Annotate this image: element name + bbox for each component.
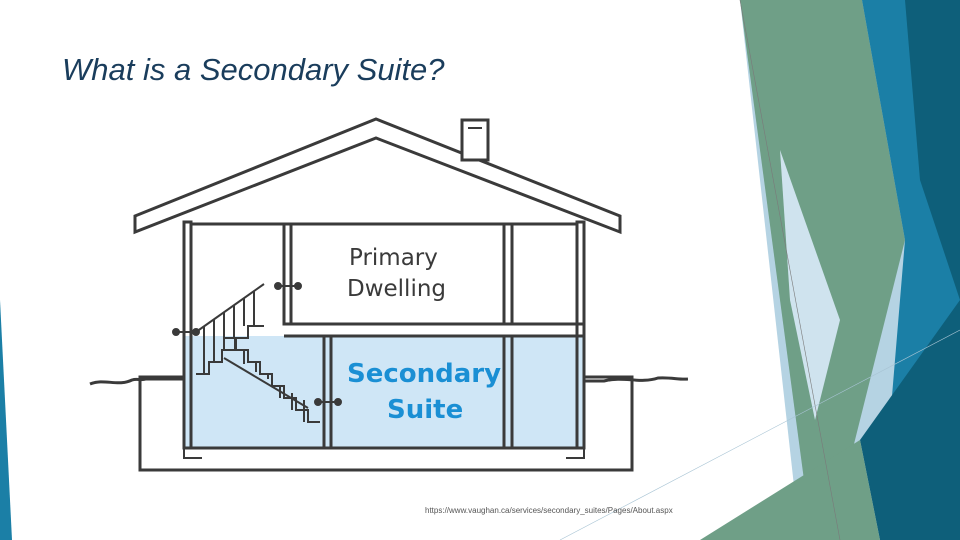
ground-left <box>89 377 184 386</box>
secondary-suite-label: Suite <box>387 395 463 425</box>
primary-dwelling-label: Dwelling <box>347 276 446 302</box>
door-markers <box>172 282 342 406</box>
secondary-suite-area <box>184 336 584 448</box>
primary-dwelling-label: Primary <box>349 245 438 271</box>
decor-thin-line <box>559 329 960 540</box>
staircase <box>195 283 320 423</box>
house-cross-section-diagram: Primary Dwelling Secondary Suite <box>89 117 688 472</box>
decor-shape-green-low <box>700 440 880 540</box>
chimney <box>460 118 490 162</box>
roof <box>133 117 622 235</box>
decor-shape-light-mid <box>780 150 840 420</box>
decor-shape-green <box>740 0 905 540</box>
decor-shape-teal-dark <box>905 0 960 300</box>
ground-right <box>584 376 688 383</box>
slide-title: What is a Secondary Suite? <box>62 52 445 87</box>
decor-thin-line <box>739 0 841 540</box>
decor-shape-dark-lower <box>860 300 960 540</box>
source-url: https://www.vaughan.ca/services/secondar… <box>425 506 673 515</box>
decor-left-edge <box>0 300 12 540</box>
secondary-suite-label: Secondary <box>347 359 501 389</box>
foundation <box>138 375 634 472</box>
